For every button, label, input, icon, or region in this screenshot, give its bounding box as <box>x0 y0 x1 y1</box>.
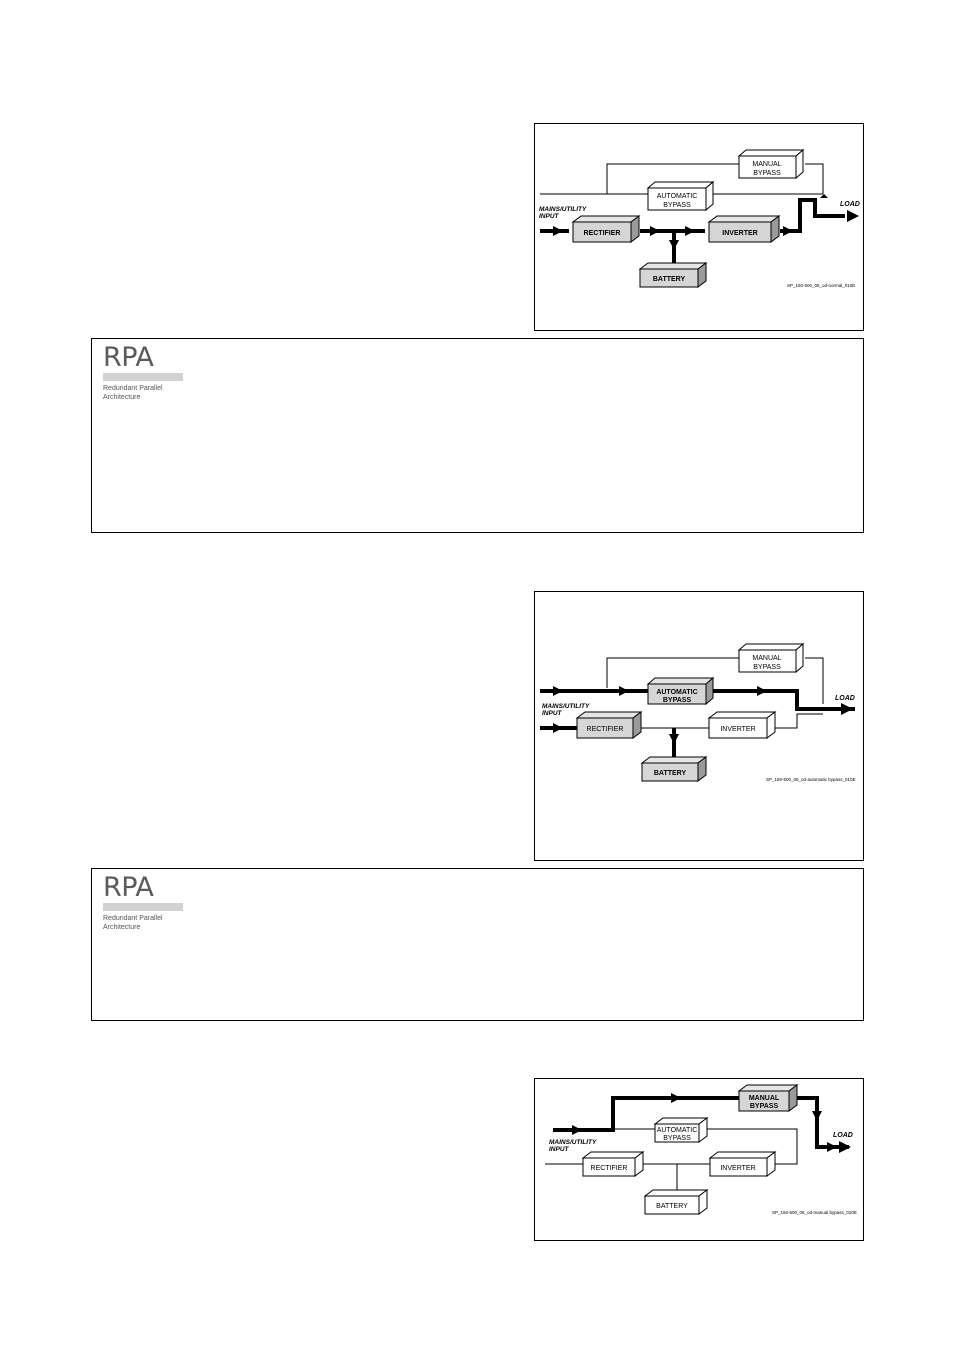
input-label-2: INPUT <box>539 213 560 220</box>
load-label: LOAD <box>833 1132 853 1139</box>
input-label-2: INPUT <box>542 710 563 717</box>
automatic-bypass-label-2: BYPASS <box>663 202 691 209</box>
manual-bypass-label-2: BYPASS <box>750 1103 779 1110</box>
inverter-label: INVERTER <box>720 726 755 733</box>
battery-block: BATTERY <box>643 1189 709 1215</box>
rpa-logo-text: RPA <box>103 342 154 373</box>
rpa-subtitle-1: Redundant Parallel <box>103 385 163 392</box>
rectifier-label: RECTIFIER <box>587 726 624 733</box>
rpa-logo-text: RPA <box>103 872 154 903</box>
diagram-automatic-bypass: MANUAL BYPASS AUTOMATIC BYPASS RECTIFIER… <box>534 591 864 861</box>
rpa-subtitle-1: Redundant Parallel <box>103 915 163 922</box>
rpa-subtitle-2: Architecture <box>103 924 141 931</box>
manual-bypass-label-2: BYPASS <box>753 664 781 671</box>
figure-code: SP_150-500_06_od-normal_010E <box>787 283 855 288</box>
automatic-bypass-block: AUTOMATIC BYPASS <box>646 180 715 212</box>
automatic-bypass-label-2: BYPASS <box>663 697 692 704</box>
rpa-logo-bar <box>103 903 183 911</box>
automatic-bypass-block: AUTOMATIC BYPASS <box>653 1117 709 1143</box>
automatic-bypass-label-1: AUTOMATIC <box>656 689 697 696</box>
manual-bypass-label-2: BYPASS <box>753 170 781 177</box>
rpa-subtitle-2: Architecture <box>103 394 141 401</box>
rectifier-label: RECTIFIER <box>591 1165 628 1172</box>
input-label-1: MAINS/UTILITY <box>539 206 587 213</box>
inverter-block: INVERTER <box>707 711 777 739</box>
battery-label: BATTERY <box>653 276 686 283</box>
inverter-block: INVERTER <box>708 1151 777 1177</box>
input-label-1: MAINS/UTILITY <box>542 703 590 710</box>
rpa-logo-bar <box>103 373 183 381</box>
rectifier-block: RECTIFIER <box>575 711 643 739</box>
manual-bypass-label-1: MANUAL <box>752 161 781 168</box>
diagram-normal-operation: MANUAL BYPASS AUTOMATIC BYPASS RECTIFIER… <box>534 123 864 331</box>
manual-bypass-block: MANUAL BYPASS <box>737 148 805 180</box>
automatic-bypass-label-1: AUTOMATIC <box>657 1127 698 1134</box>
manual-bypass-label-1: MANUAL <box>752 655 781 662</box>
automatic-bypass-block: AUTOMATIC BYPASS <box>646 676 715 706</box>
rectifier-label: RECTIFIER <box>584 230 621 237</box>
inverter-label: INVERTER <box>722 230 757 237</box>
diagram-manual-svg: MANUAL BYPASS AUTOMATIC BYPASS RECTIFIER… <box>545 1084 857 1215</box>
diagram-automatic-svg: MANUAL BYPASS AUTOMATIC BYPASS RECTIFIER… <box>540 642 856 782</box>
rpa-logo: RPA Redundant Parallel Architecture <box>103 873 183 932</box>
manual-bypass-label-1: MANUAL <box>749 1095 780 1102</box>
input-label-2: INPUT <box>549 1146 570 1153</box>
load-label: LOAD <box>835 695 855 702</box>
rectifier-block: RECTIFIER <box>581 1151 645 1177</box>
battery-block: BATTERY <box>638 262 708 288</box>
inverter-label: INVERTER <box>720 1165 755 1172</box>
rpa-info-box: RPA Redundant Parallel Architecture <box>91 338 864 533</box>
load-label: LOAD <box>840 201 860 208</box>
battery-block: BATTERY <box>640 756 708 782</box>
rpa-info-box: RPA Redundant Parallel Architecture <box>91 868 864 1021</box>
rectifier-block: RECTIFIER <box>571 215 641 243</box>
manual-bypass-block: MANUAL BYPASS <box>737 1084 799 1112</box>
diagram-manual-bypass: MANUAL BYPASS AUTOMATIC BYPASS RECTIFIER… <box>534 1078 864 1241</box>
figure-code: SP_150-500_06_od-automatic bypass_010E <box>766 777 856 782</box>
battery-label: BATTERY <box>656 1203 688 1210</box>
figure-code: SP_150-500_06_od-manual bypass_010E <box>772 1210 857 1215</box>
rpa-logo: RPA Redundant Parallel Architecture <box>103 343 183 402</box>
battery-label: BATTERY <box>654 770 687 777</box>
inverter-block: INVERTER <box>707 215 781 243</box>
automatic-bypass-label-2: BYPASS <box>663 1135 691 1142</box>
automatic-bypass-label-1: AUTOMATIC <box>657 193 698 200</box>
input-label-1: MAINS/UTILITY <box>549 1139 597 1146</box>
manual-bypass-block: MANUAL BYPASS <box>737 642 805 674</box>
diagram-normal-svg: MANUAL BYPASS AUTOMATIC BYPASS RECTIFIER… <box>539 148 860 288</box>
